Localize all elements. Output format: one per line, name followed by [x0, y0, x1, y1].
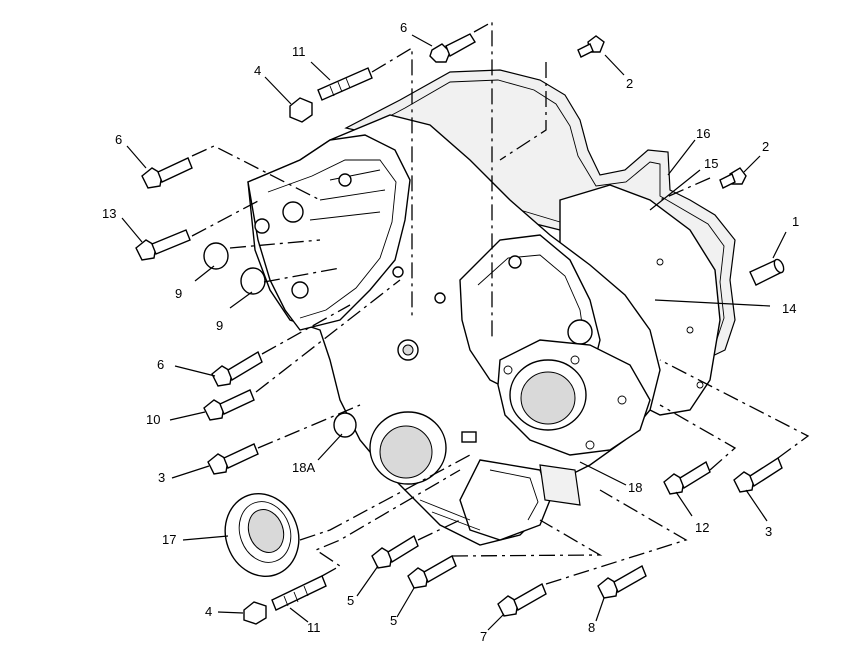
callout-6-left: 6 — [115, 132, 122, 147]
bolt-2-top — [577, 35, 605, 58]
seal-17 — [224, 492, 300, 578]
nut-4-bottom — [243, 601, 267, 625]
plugs — [203, 242, 357, 438]
callout-11-top: 11 — [292, 44, 306, 59]
callout-4-top: 4 — [254, 63, 261, 78]
callout-1: 1 — [792, 214, 799, 229]
callout-9-a: 9 — [175, 286, 182, 301]
bolt-10 — [203, 389, 255, 421]
callout-9-b: 9 — [216, 318, 223, 333]
bolt-12 — [663, 460, 711, 495]
front-cover-housing — [247, 114, 661, 546]
callout-3-left: 3 — [158, 470, 165, 485]
callout-3-right: 3 — [765, 524, 772, 539]
bolt-3-right — [733, 456, 783, 493]
alignment-lines — [191, 20, 810, 585]
bolt-6-mid — [211, 350, 263, 387]
callout-14: 14 — [782, 301, 796, 316]
callout-labels: 6 11 4 2 16 15 2 6 1 13 9 9 14 6 10 3 18… — [102, 20, 799, 644]
nut-4-top — [289, 97, 313, 123]
callout-7: 7 — [480, 629, 487, 644]
bolt-13 — [135, 229, 191, 261]
callout-2-right: 2 — [762, 139, 769, 154]
bolt-11-bottom — [271, 575, 327, 611]
callout-15: 15 — [704, 156, 718, 171]
leader-lines — [121, 34, 787, 631]
bolt-7 — [497, 582, 547, 617]
callout-10: 10 — [146, 412, 160, 427]
callout-4-bottom: 4 — [205, 604, 212, 619]
bolt-3-left — [207, 443, 259, 475]
callout-6-top: 6 — [400, 20, 407, 35]
bolt-6-left — [141, 157, 193, 189]
callout-16: 16 — [696, 126, 710, 141]
bolt-6-top — [429, 33, 476, 63]
bolt-5-b — [407, 554, 457, 589]
callout-8: 8 — [588, 620, 595, 635]
callout-11-bottom: 11 — [307, 620, 321, 635]
callout-17: 17 — [162, 532, 176, 547]
callout-5-b: 5 — [390, 613, 397, 628]
callout-18A: 18A — [292, 460, 315, 475]
bolt-5-a — [371, 534, 419, 569]
dowel-1 — [749, 258, 785, 286]
fasteners — [135, 33, 783, 625]
callout-5-a: 5 — [347, 593, 354, 608]
callout-6-mid: 6 — [157, 357, 164, 372]
bolt-8 — [597, 564, 647, 599]
callout-2-top: 2 — [626, 76, 633, 91]
callout-13: 13 — [102, 206, 116, 221]
bolt-11-top — [317, 67, 373, 101]
callout-12: 12 — [695, 520, 709, 535]
callout-18: 18 — [628, 480, 642, 495]
bolt-2-right — [719, 167, 747, 189]
